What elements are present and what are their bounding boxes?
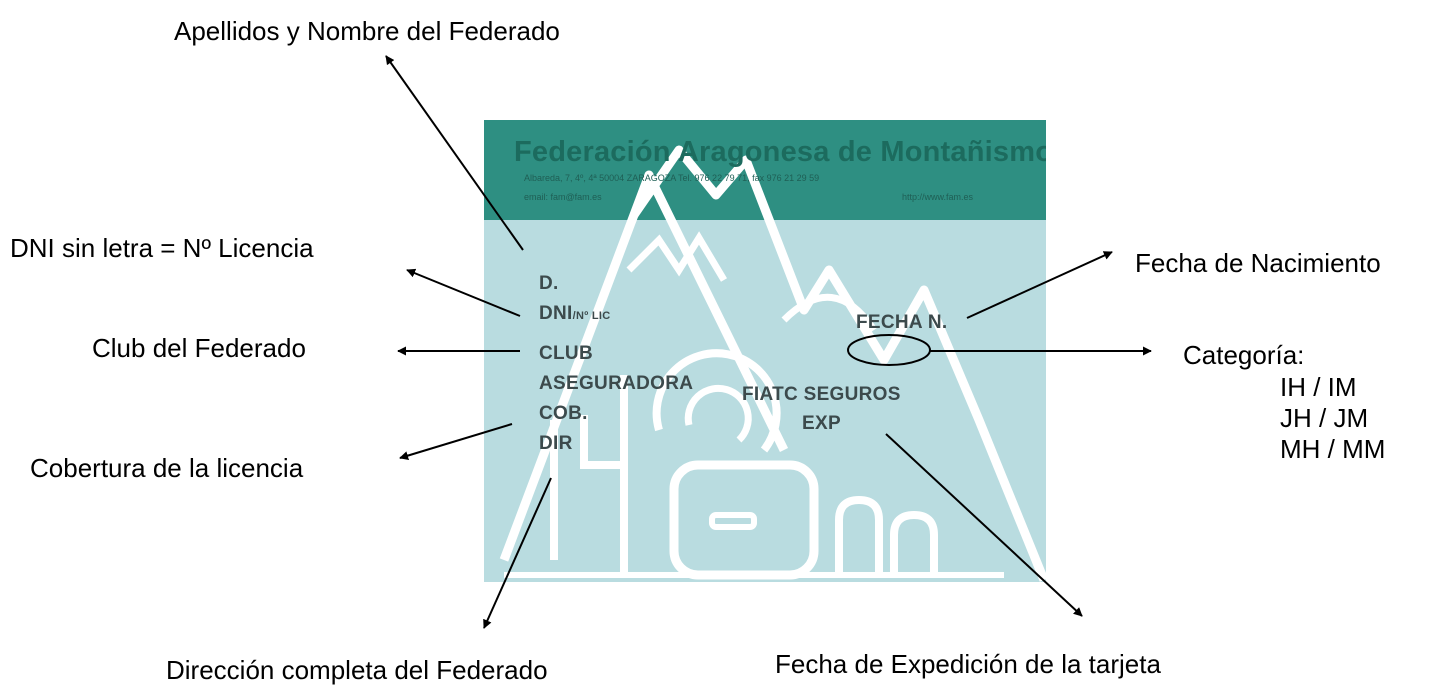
label-dni-licencia: DNI sin letra = Nº Licencia xyxy=(10,233,314,263)
label-club: Club del Federado xyxy=(92,333,306,363)
field-aseguradora: ASEGURADORA xyxy=(539,373,694,394)
label-apellidos-nombre: Apellidos y Nombre del Federado xyxy=(174,16,560,46)
field-cob: COB. xyxy=(539,403,588,424)
arrow-dni xyxy=(406,268,521,317)
field-fecha-n: FECHA N. xyxy=(856,312,948,333)
mountain-logo-graphic xyxy=(499,145,1046,582)
card-email: email: fam@fam.es xyxy=(524,192,602,202)
label-direccion: Dirección completa del Federado xyxy=(166,655,548,685)
arrow-apellidos xyxy=(385,55,524,251)
arrow-fecha-expedicion xyxy=(885,433,1083,617)
card-address: Albareda, 7, 4º, 4ª 50004 ZARAGOZA Tel. … xyxy=(524,173,820,183)
label-categoria: Categoría: xyxy=(1183,340,1305,370)
categoria-circle xyxy=(847,334,931,366)
field-dir: DIR xyxy=(539,433,573,454)
categoria-item: MH / MM xyxy=(1280,434,1386,464)
label-fecha-expedicion: Fecha de Expedición de la tarjeta xyxy=(775,649,1161,679)
field-dni-small: /Nº LIC xyxy=(572,310,611,322)
label-fecha-nacimiento: Fecha de Nacimiento xyxy=(1135,248,1381,278)
field-exp: EXP xyxy=(802,413,841,434)
arrow-fecha-nacimiento xyxy=(966,251,1113,319)
categoria-item: IH / IM xyxy=(1280,372,1357,402)
field-dni-label: DNI xyxy=(539,303,573,324)
label-cobertura: Cobertura de la licencia xyxy=(30,453,304,483)
categoria-item: JH / JM xyxy=(1280,403,1369,433)
field-aseguradora-value: FIATC SEGUROS xyxy=(742,384,901,405)
field-d: D. xyxy=(539,273,559,294)
card-web: http://www.fam.es xyxy=(902,192,974,202)
arrow-cobertura xyxy=(399,423,513,460)
field-club: CLUB xyxy=(539,343,593,364)
card-title: Federación Aragonesa de Montañismo xyxy=(514,136,1046,168)
field-dni: DNI/Nº LIC xyxy=(539,303,611,325)
arrow-direccion xyxy=(483,477,552,629)
